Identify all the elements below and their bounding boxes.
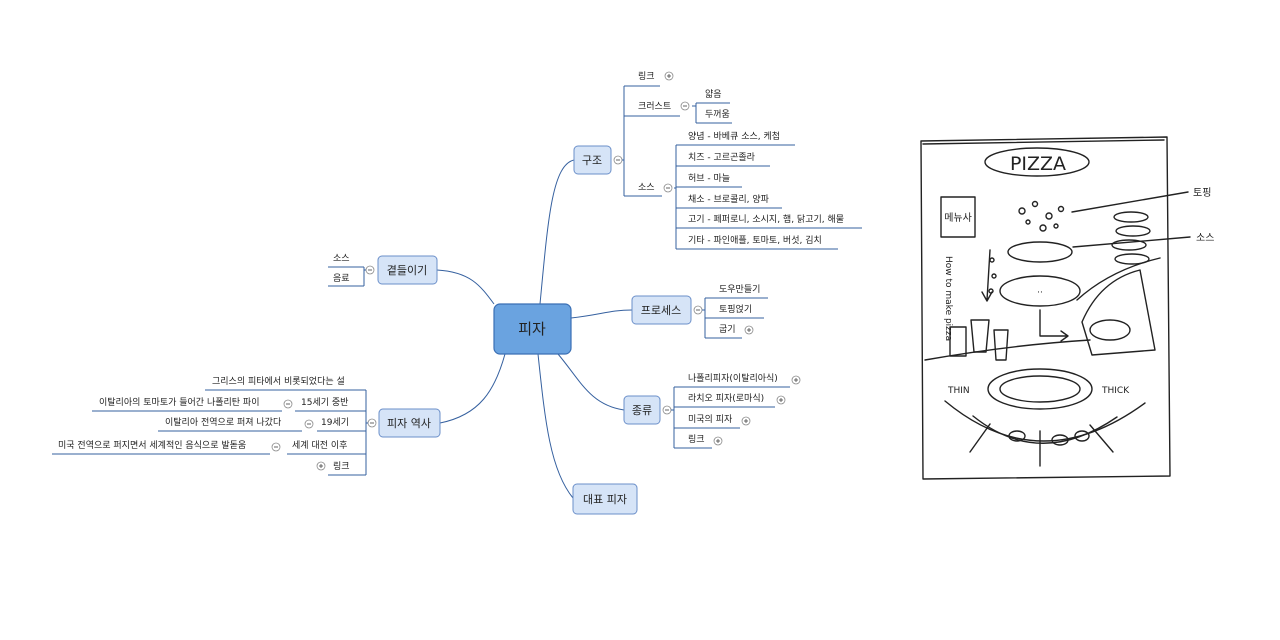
process-label: 프로세스 xyxy=(641,304,681,317)
structure-collapse-toggle[interactable] xyxy=(613,155,623,165)
type-item[interactable]: 나폴리피자(이탈리아식) xyxy=(688,373,778,384)
signature-label: 대표 피자 xyxy=(583,493,627,506)
sauce-collapse-toggle[interactable] xyxy=(663,183,673,193)
types-label: 종류 xyxy=(632,404,652,417)
sauce-item[interactable]: 고기 - 페퍼로니, 소시지, 햄, 닭고기, 해물 xyxy=(688,213,844,225)
sides-label: 곁들이기 xyxy=(387,264,427,277)
root-label: 피자 xyxy=(518,320,546,338)
history-collapse-toggle[interactable] xyxy=(367,418,377,428)
crust-thin[interactable]: 얇음 xyxy=(705,88,722,100)
history-era-15c[interactable]: 15세기 중반 xyxy=(301,397,348,408)
structure-label: 구조 xyxy=(582,154,602,167)
process-branch: 프로세스 도우만들기 토핑얹기 굽기 xyxy=(631,284,768,339)
crust-collapse-toggle[interactable] xyxy=(680,101,690,111)
history-era-postwar[interactable]: 세계 대전 이후 xyxy=(292,439,347,451)
process-collapse-toggle[interactable] xyxy=(693,305,703,315)
side-item[interactable]: 소스 xyxy=(333,253,350,264)
sauce-items: 양념 - 바베큐 소스, 케첩 치즈 - 고르곤졸라 허브 - 마늘 채소 - … xyxy=(676,131,862,250)
history-era-19c[interactable]: 19세기 xyxy=(321,417,349,428)
history-origin[interactable]: 그리스의 피타에서 비롯되었다는 설 xyxy=(212,375,345,387)
structure-link-label[interactable]: 링크 xyxy=(638,70,655,82)
sides-node[interactable]: 곁들이기 xyxy=(377,255,438,285)
sketch-toppings xyxy=(1018,200,1065,232)
structure-branch: 구조 링크 크러스트 얇음 두꺼움 소스 양념 - 바베큐 소스, xyxy=(573,70,862,250)
sketch-dough-stack xyxy=(1111,211,1151,265)
types-node[interactable]: 종류 xyxy=(623,395,661,425)
type-item[interactable]: 링크 xyxy=(688,433,705,445)
history-15c-detail[interactable]: 이탈리아의 토마토가 들어간 나폴리탄 파이 xyxy=(99,397,260,408)
history-19c-collapse-toggle[interactable] xyxy=(304,419,314,429)
crust-label[interactable]: 크러스트 xyxy=(638,101,671,112)
type-expand-toggle[interactable] xyxy=(791,375,801,385)
sauce-item[interactable]: 채소 - 브로콜리, 양파 xyxy=(688,194,770,205)
sketch-menu-label: 메뉴사 xyxy=(944,212,972,224)
history-postwar-detail[interactable]: 미국 전역으로 퍼지면서 세계적인 음식으로 발돋움 xyxy=(58,439,246,451)
history-19c-detail[interactable]: 이탈리아 전역으로 퍼져 나갔다 xyxy=(165,416,282,428)
sides-branch: 곁들이기 소스 음료 xyxy=(328,253,438,287)
history-postwar-collapse-toggle[interactable] xyxy=(271,442,281,452)
bake-expand-toggle[interactable] xyxy=(744,325,754,335)
sketch-title: PIZZA xyxy=(1010,153,1066,175)
svg-text:··: ·· xyxy=(1037,288,1043,298)
sauce-item[interactable]: 허브 - 마늘 xyxy=(688,173,730,184)
history-link-expand[interactable] xyxy=(316,461,326,471)
signature-node[interactable]: 대표 피자 xyxy=(572,483,638,515)
types-branch: 종류 나폴리피자(이탈리아식) 라치오 피자(로마식) 미국의 피자 링크 xyxy=(623,373,801,449)
sketch-thick-label: THICK xyxy=(1101,386,1130,396)
history-15c-collapse-toggle[interactable] xyxy=(283,399,293,409)
sauce-item[interactable]: 양념 - 바베큐 소스, 케첩 xyxy=(688,131,780,142)
sketch-sauce-note: 소스 xyxy=(1196,232,1214,244)
type-expand-toggle[interactable] xyxy=(776,395,786,405)
process-item[interactable]: 도우만들기 xyxy=(719,284,760,295)
types-collapse-toggle[interactable] xyxy=(662,405,672,415)
process-node[interactable]: 프로세스 xyxy=(631,295,692,325)
structure-node[interactable]: 구조 xyxy=(573,145,612,175)
structure-link-expand[interactable] xyxy=(664,71,674,81)
type-item[interactable]: 라치오 피자(로마식) xyxy=(688,392,764,404)
crust-thick[interactable]: 두꺼움 xyxy=(705,109,730,120)
pizza-sketch: PIZZA 메뉴사 How to make pizza 토핑 소스 ·· xyxy=(920,136,1214,480)
sauce-label[interactable]: 소스 xyxy=(638,182,655,193)
type-expand-toggle[interactable] xyxy=(713,436,723,446)
sauce-item[interactable]: 치즈 - 고르곤졸라 xyxy=(688,151,756,163)
sketch-process-arrows xyxy=(981,249,997,302)
sketch-vertical-note: How to make pizza xyxy=(943,256,953,341)
history-branch: 피자 역사 그리스의 피타에서 비롯되었다는 설 15세기 중반 이탈리아의 토… xyxy=(52,375,441,476)
side-item[interactable]: 음료 xyxy=(333,273,350,284)
sides-collapse-toggle[interactable] xyxy=(365,265,375,275)
type-expand-toggle[interactable] xyxy=(741,416,751,426)
sketch-condiments xyxy=(949,319,1009,361)
root-node[interactable]: 피자 xyxy=(493,303,572,355)
history-label: 피자 역사 xyxy=(387,417,431,430)
main-branches xyxy=(436,159,633,499)
process-item[interactable]: 토핑얹기 xyxy=(719,303,752,315)
sauce-item[interactable]: 기타 - 파인애플, 토마토, 버섯, 김치 xyxy=(688,234,822,246)
process-item[interactable]: 굽기 xyxy=(719,324,736,335)
history-link-label[interactable]: 링크 xyxy=(333,460,350,472)
sketch-topping-note: 토핑 xyxy=(1193,187,1211,199)
type-item[interactable]: 미국의 피자 xyxy=(688,414,733,425)
history-node[interactable]: 피자 역사 xyxy=(378,408,441,438)
sketch-thin-label: THIN xyxy=(947,386,970,396)
